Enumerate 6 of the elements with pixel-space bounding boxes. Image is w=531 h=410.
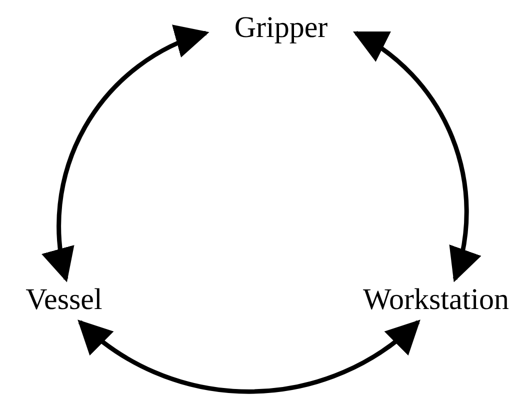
node-label: Workstation: [363, 283, 509, 317]
double-headed-arrow: [77, 320, 421, 394]
node-label: Vessel: [26, 283, 102, 317]
node-label: Gripper: [234, 11, 328, 45]
double-headed-arrow: [353, 31, 480, 282]
double-headed-arrow: [43, 26, 210, 282]
